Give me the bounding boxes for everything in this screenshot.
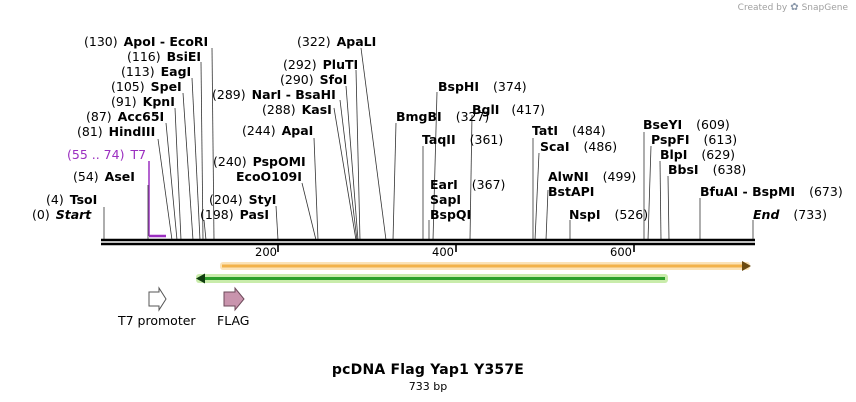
flag-arrow-icon [223, 286, 245, 312]
brand-prefix: Created by [737, 2, 788, 13]
site-nspi: NspI(526) [569, 207, 648, 222]
site-t7-primer: (55 .. 74)T7 [67, 147, 146, 162]
site-ecori: (130)ApoI - EcoRI [84, 34, 208, 49]
connector-bsphi [432, 91, 438, 241]
plasmid-name: pcDNA Flag Yap1 Y357E [331, 362, 525, 378]
feature-t7-promoter: T7 promoter [117, 286, 196, 328]
site-bmgbi: BmgBI(327) [396, 109, 489, 124]
orf-bar-reverse [196, 273, 668, 284]
ruler-label-200: 200 [255, 245, 277, 259]
connector-hindiii [157, 138, 173, 241]
connector-apali [360, 47, 387, 241]
connector-pspfi [647, 145, 652, 241]
site-tsoi: (4)TsoI [46, 192, 97, 207]
site-bfuai-bspmi: BfuAI - BspMI(673) [700, 184, 843, 199]
plasmid-length: 733 bp [408, 380, 448, 393]
connector-bbsi [667, 175, 670, 241]
connector-blpi [659, 160, 662, 241]
connector-ecori [211, 47, 215, 241]
site-alwni: AlwNI(499) [548, 169, 636, 184]
connector-bsiei [200, 61, 204, 241]
site-sapi: SapI [430, 192, 461, 207]
site-end: End(733) [753, 207, 827, 222]
site-labels: (0)Start (4)TsoI (54)AseI (55 .. 74)T7 (… [32, 34, 843, 222]
site-styi: (204)StyI [209, 192, 276, 207]
dna-backbone [101, 238, 755, 246]
site-tati: TatI(484) [532, 123, 606, 138]
ruler-label-600: 600 [610, 245, 632, 259]
site-bseyi: BseYI(609) [643, 117, 730, 132]
site-kpni: (91)KpnI [111, 94, 175, 109]
connector-sfoi [345, 85, 359, 241]
site-bstapi: BstAPI [548, 184, 594, 199]
t7-promoter-arrow-icon [148, 286, 167, 312]
connector-nari [339, 99, 358, 241]
snapgene-logo-icon: ✿ [790, 2, 799, 13]
orf-bar-forward [220, 261, 751, 271]
site-pluti: (292)PluTI [283, 57, 358, 72]
connector-kpni [174, 107, 182, 241]
connector-pasi [203, 219, 207, 241]
connector-bgli [469, 114, 473, 241]
connector-styi [275, 205, 279, 241]
site-bsiei: (116)BsiEI [127, 49, 201, 64]
site-spei: (105)SpeI [111, 79, 182, 94]
site-bspqi: BspQI [430, 207, 471, 222]
brand-name: SnapGene [801, 2, 848, 13]
connector-acc65i [165, 122, 178, 241]
site-acc65i: (87)Acc65I [86, 109, 164, 124]
t7-promoter-label: T7 promoter [117, 313, 196, 328]
site-start: (0)Start [32, 207, 92, 222]
site-apai: (244)ApaI [242, 123, 313, 138]
map-title-block: pcDNA Flag Yap1 Y357E 733 bp [0, 362, 856, 393]
site-eagi: (113)EagI [121, 64, 191, 79]
site-pspomi: (240)PspOMI [213, 154, 306, 169]
site-kasi: (288)KasI [262, 102, 332, 117]
site-bsphi: BspHI(374) [438, 79, 527, 94]
connector-eagi [191, 77, 201, 241]
connector-alwni [545, 189, 549, 241]
site-apali: (322)ApaLI [297, 34, 376, 49]
site-bbsi: BbsI(638) [668, 162, 746, 177]
connector-apai [313, 137, 319, 241]
snapgene-brand: Created by ✿ SnapGene [738, 2, 848, 13]
flag-label: FLAG [217, 313, 249, 328]
site-taqii: TaqII(361) [422, 132, 503, 147]
site-nari-bsahi: (289)NarI - BsaHI [212, 87, 336, 102]
connector-bmgbi [392, 122, 397, 241]
connector-kasi [333, 107, 357, 241]
connector-scai [534, 152, 540, 241]
site-pasi: (198)PasI [200, 207, 269, 222]
site-pspfi: PspFI(613) [651, 132, 737, 147]
site-sfoi: (290)SfoI [280, 72, 347, 87]
site-scai: ScaI(486) [540, 139, 617, 154]
site-hindiii: (81)HindIII [77, 124, 155, 139]
ruler: 200 400 600 [255, 244, 635, 259]
site-blpi: BlpI(629) [660, 147, 735, 162]
connector-ecoo109i [301, 182, 317, 241]
site-ecoo109i: EcoO109I [236, 169, 302, 184]
site-connectors [103, 47, 754, 241]
site-bgli: BglI(417) [472, 102, 545, 117]
ruler-label-400: 400 [432, 245, 454, 259]
feature-flag: FLAG [217, 286, 249, 328]
connector-spei [182, 92, 194, 241]
connector-pluti [355, 69, 361, 241]
site-eari: EarI(367) [430, 177, 505, 192]
site-asei: (54)AseI [73, 169, 135, 184]
